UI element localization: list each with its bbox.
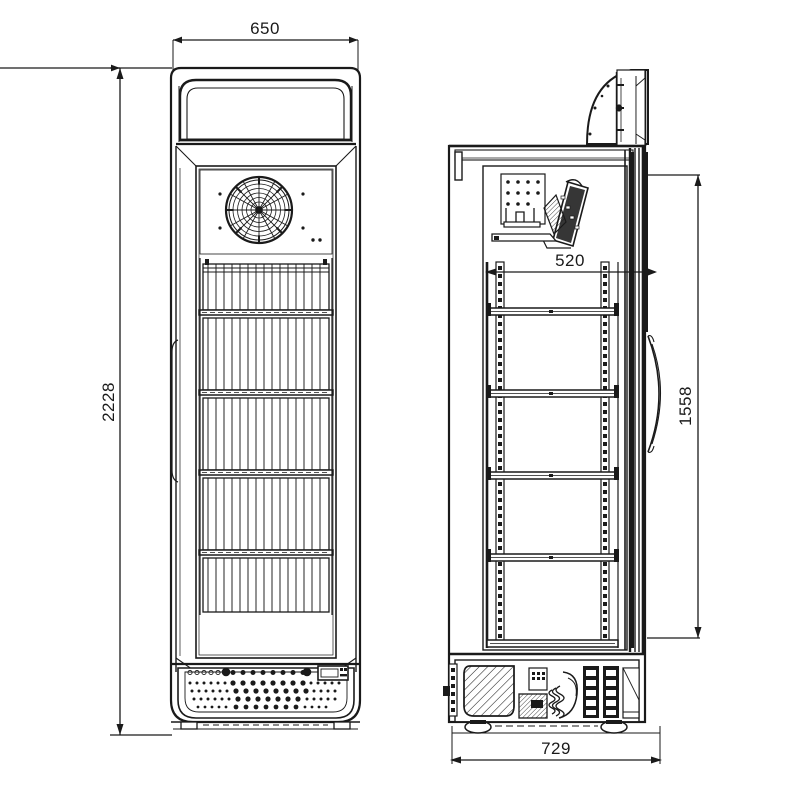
dimension-lines-group: [0, 36, 702, 764]
wire-shelf-rack: [198, 397, 334, 476]
condenser-coil-fins: [583, 666, 619, 718]
internal-fan-motor-assembly: [491, 173, 589, 249]
wire-shelf-rack-group: [198, 258, 334, 615]
perforated-shelf-rails: [485, 261, 619, 648]
door-handle: [647, 335, 661, 453]
dimension-2228-label: 2228: [99, 382, 118, 422]
temperature-controller-display: [317, 665, 349, 681]
condenser-ventilation-grille: [171, 657, 360, 730]
dimension-729-label: 729: [541, 739, 571, 758]
side-view-group: [443, 69, 661, 734]
dimension-2228-height: [0, 64, 172, 736]
dimension-729-depth: [450, 726, 662, 764]
evaporator-fan-grille: [218, 175, 322, 245]
wire-shelf-rack: [198, 477, 334, 556]
dimension-650-width: [172, 36, 359, 72]
glass-door-panel: [624, 146, 648, 655]
wire-shelf-rack: [202, 557, 330, 613]
front-view-group: [169, 66, 362, 730]
dimension-1558-interior-height: [647, 174, 702, 639]
shelf-support-brackets: [486, 303, 619, 648]
door-handle: [171, 339, 179, 483]
curved-light-canopy: [585, 69, 649, 147]
dimension-650-label: 650: [250, 19, 280, 38]
dimension-1558-label: 1558: [676, 386, 695, 426]
dimension-520-label: 520: [555, 251, 585, 270]
base-feet: [171, 721, 360, 730]
dimension-520-interior-width: [485, 262, 657, 280]
compressor-unit: [443, 652, 660, 734]
wire-shelf-rack: [198, 259, 334, 316]
wire-shelf-rack: [198, 317, 334, 396]
